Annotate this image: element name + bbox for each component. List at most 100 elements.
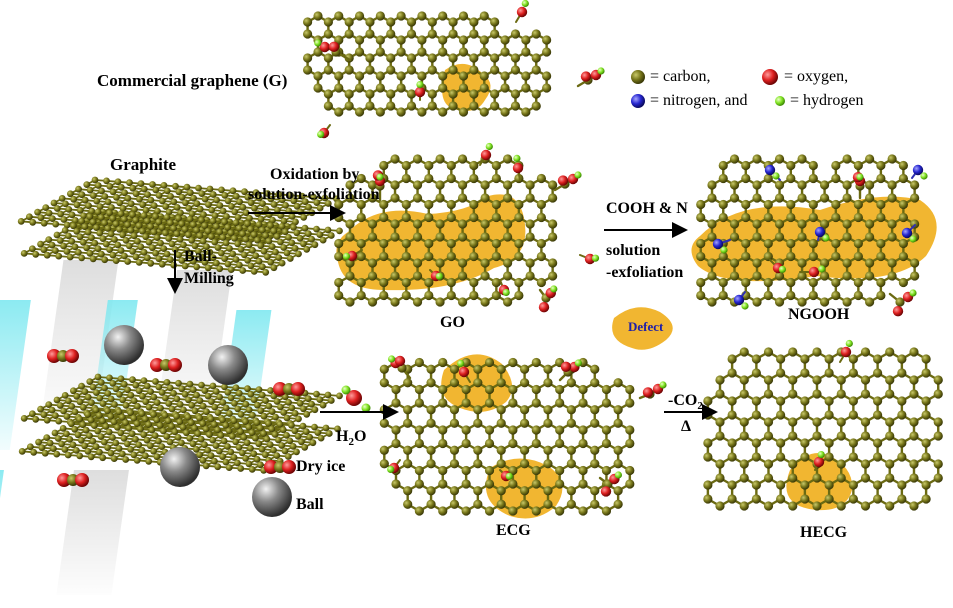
carbon-atom <box>45 209 53 217</box>
carbon-atom <box>449 378 460 388</box>
carbon-atom <box>168 423 176 430</box>
carbon-atom <box>774 271 785 281</box>
carbon-atom <box>921 438 931 448</box>
carbon-atom <box>34 208 41 216</box>
carbon-atom <box>876 212 886 223</box>
carbon-atom <box>788 375 798 385</box>
carbon-atom <box>79 403 87 411</box>
hydrogen-atom <box>435 272 443 280</box>
carbon-atom <box>449 405 460 415</box>
carbon-atom <box>543 486 553 496</box>
carbon-atom <box>508 425 518 435</box>
carbon-atom <box>885 389 895 399</box>
carbon-atom <box>234 459 241 467</box>
carbon-atom <box>208 233 215 241</box>
carbon-atom <box>142 233 150 241</box>
carbon-atom <box>479 107 489 117</box>
carbon-atom <box>291 245 299 252</box>
oxygen-atom <box>414 86 426 98</box>
carbon-atom <box>229 187 237 195</box>
carbon-atom <box>345 219 355 229</box>
carbon-atom <box>295 250 302 258</box>
oxidation-label-line1: Oxidation by <box>270 166 360 183</box>
carbon-atom <box>514 277 524 288</box>
carbon-atom <box>206 248 214 256</box>
carbon-atom <box>555 398 565 408</box>
carbon-atom <box>503 258 513 268</box>
carbon-atom <box>65 397 72 405</box>
carbon-atom <box>491 212 501 223</box>
carbon-atom <box>808 238 818 249</box>
carbon-atom <box>885 459 895 469</box>
carbon-atom <box>214 426 222 434</box>
carbon-atom <box>367 193 378 203</box>
carbon-atom <box>224 260 232 268</box>
carbon-atom <box>739 347 749 357</box>
carbon-atom <box>334 107 344 117</box>
carbon-atom <box>251 204 258 212</box>
carbon-atom <box>244 193 252 201</box>
carbon-atom <box>412 232 423 242</box>
carbon-atom <box>140 377 148 384</box>
oxygen-atom <box>47 349 61 363</box>
carbon-atom <box>427 101 437 111</box>
carbon-atom <box>109 188 117 196</box>
carbon-atom <box>234 240 242 248</box>
carbon-atom <box>262 232 269 240</box>
carbon-atom <box>367 297 378 307</box>
carbon-atom <box>542 35 552 45</box>
carbon-atom <box>89 383 97 391</box>
carbon-atom <box>278 259 286 267</box>
carbon-atom <box>259 200 266 208</box>
carbon-atom <box>106 209 113 217</box>
carbon-atom <box>45 401 53 408</box>
carbon-atom <box>800 480 810 490</box>
carbon-atom <box>29 410 36 418</box>
carbon-atom <box>95 412 103 419</box>
carbon-atom <box>76 415 83 423</box>
carbon-atom <box>86 378 94 385</box>
carbon-atom <box>224 197 232 205</box>
carbon-atom <box>239 230 247 238</box>
carbon-atom <box>729 271 740 281</box>
carbon-atom <box>865 154 875 164</box>
carbon-atom <box>473 418 483 428</box>
carbon-atom <box>258 226 266 234</box>
carbon-atom <box>763 277 773 288</box>
carbon-atom <box>237 246 245 253</box>
carbon-atom <box>269 216 276 224</box>
carbon-atom <box>578 479 588 489</box>
carbon-atom <box>230 417 238 425</box>
carbon-atom <box>232 438 240 446</box>
carbon-atom <box>510 53 521 63</box>
water-o-text: O <box>353 428 367 445</box>
carbon-atom <box>514 199 524 210</box>
carbon-atom <box>150 202 158 210</box>
carbon-atom <box>334 277 344 288</box>
carbon-atom <box>171 428 179 436</box>
carbon-atom <box>133 457 141 464</box>
carbon-atom <box>542 83 552 93</box>
carbon-atom <box>313 83 323 93</box>
carbon-atom <box>173 204 181 211</box>
carbon-atom <box>283 414 291 422</box>
carbon-atom <box>153 399 161 406</box>
arrows-layer <box>167 205 718 420</box>
carbon-atom <box>842 258 852 268</box>
carbon-atom <box>112 220 120 228</box>
carbon-atom <box>222 239 230 247</box>
carbon-atom <box>876 160 886 171</box>
carbon-atom <box>37 214 45 222</box>
carbon-atom <box>812 431 822 441</box>
carbon-atom <box>774 193 785 203</box>
carbon-atom <box>231 208 239 216</box>
carbon-atom <box>824 368 834 378</box>
carbon-atom <box>786 173 796 184</box>
carbon-atom <box>776 452 786 462</box>
carbon-atom <box>88 234 95 242</box>
carbon-atom <box>503 297 513 307</box>
carbon-atom <box>860 417 871 427</box>
carbon-atom <box>237 411 245 418</box>
carbon-atom <box>245 406 253 414</box>
carbon-atom <box>316 396 324 403</box>
